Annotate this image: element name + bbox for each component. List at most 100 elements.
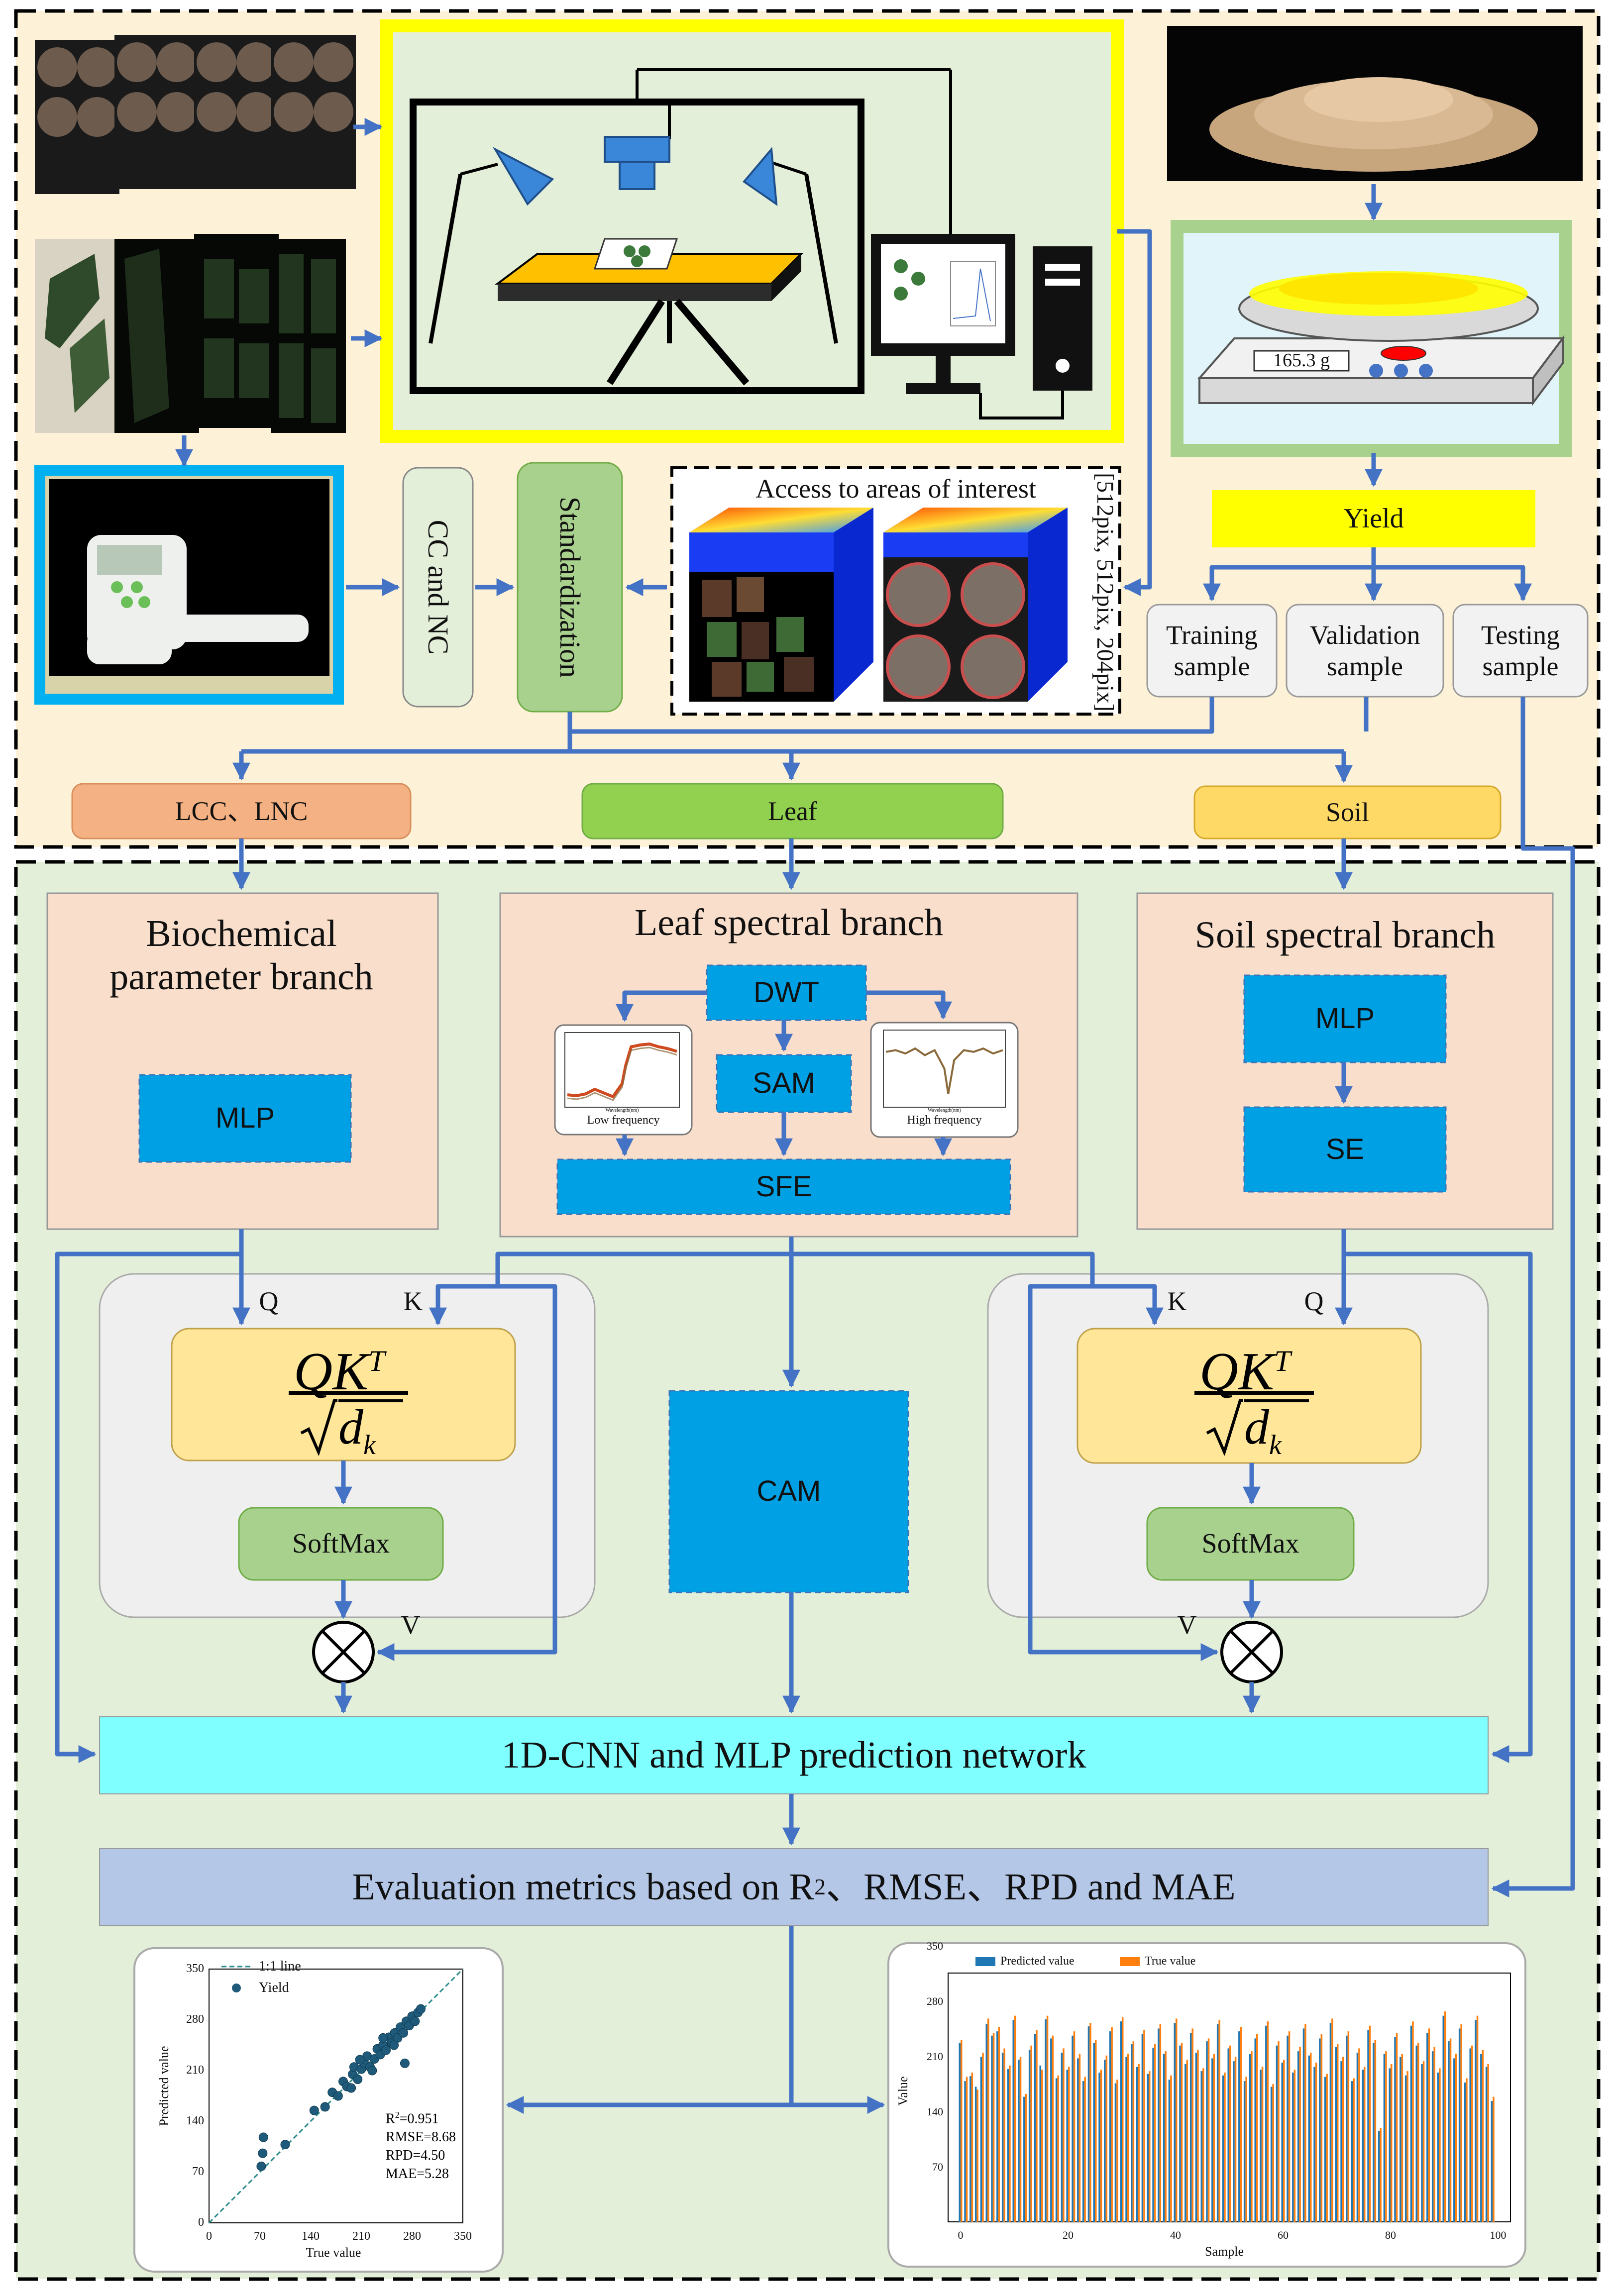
bar-true xyxy=(1181,2043,1183,2222)
bar-true xyxy=(1052,2035,1054,2222)
bar-predicted xyxy=(1367,2030,1369,2222)
scatter-point xyxy=(381,2045,391,2055)
bar-predicted xyxy=(1206,2041,1208,2222)
bar-predicted xyxy=(1313,2067,1315,2222)
bar-predicted xyxy=(1179,2045,1181,2222)
scatter-ytick: 140 xyxy=(186,2114,204,2128)
bar-predicted xyxy=(959,2043,961,2222)
se-box xyxy=(1243,1106,1447,1193)
bar-predicted xyxy=(1302,2028,1305,2222)
soil-photo xyxy=(194,35,279,189)
scatter-stats: R2=0.951 RMSE=8.68 RPD=4.50 MAE=5.28 xyxy=(386,2106,465,2182)
bar-xtick: 20 xyxy=(1063,2229,1074,2242)
bar-predicted xyxy=(974,2087,977,2222)
scatter-xtick: 70 xyxy=(254,2230,266,2243)
bar-true xyxy=(1353,2078,1355,2222)
bar-predicted xyxy=(1421,2064,1423,2222)
prediction-network-box xyxy=(99,1716,1489,1794)
bar-true xyxy=(1293,2070,1296,2222)
bar-true xyxy=(998,2027,1000,2222)
bar-predicted xyxy=(1410,2025,1412,2222)
soil-label: Soil xyxy=(1325,797,1370,828)
hyperspectral-imaging-setup xyxy=(380,19,1124,443)
leaf-photo xyxy=(35,239,119,433)
bar-predicted xyxy=(1082,2081,1084,2222)
q-label-left: Q xyxy=(259,1286,279,1316)
bar-predicted xyxy=(1061,2053,1063,2222)
training-label: Training sample xyxy=(1166,620,1258,681)
chlorophyll-meter-photo xyxy=(34,465,344,705)
scatter-point xyxy=(410,2016,420,2026)
sam-label: SAM xyxy=(753,1067,815,1100)
leaf-photo xyxy=(114,239,199,433)
bar-predicted xyxy=(1400,2057,1401,2222)
bar-predicted xyxy=(1104,2060,1106,2222)
bar-ylabel: Value xyxy=(896,2076,911,2106)
bar-true xyxy=(982,2053,984,2222)
bar-predicted xyxy=(1346,2035,1348,2222)
bar-predicted xyxy=(1125,2057,1127,2222)
formula-subscript: k xyxy=(363,1430,376,1461)
bar-predicted xyxy=(1093,2043,1095,2222)
bar-predicted xyxy=(1147,2074,1149,2222)
scatter-xtick: 280 xyxy=(403,2230,421,2243)
rmse-value: RMSE=8.68 xyxy=(386,2129,456,2145)
bar-predicted xyxy=(1415,2045,1417,2222)
q-label-right: Q xyxy=(1304,1286,1324,1316)
bar-true xyxy=(1213,2054,1215,2222)
bar-predicted xyxy=(1437,2073,1439,2222)
bar-predicted xyxy=(1254,2038,1256,2222)
bar-predicted xyxy=(1007,2069,1009,2222)
bar-xlabel: Sample xyxy=(1205,2244,1244,2259)
bar-predicted xyxy=(1055,2078,1058,2222)
bar-true xyxy=(1487,2064,1489,2222)
bar-predicted xyxy=(1238,2031,1240,2222)
formula-superscript: T xyxy=(1274,1345,1291,1377)
formula-numerator: QK xyxy=(294,1342,369,1401)
bar-true xyxy=(1466,2078,1468,2222)
bar-true xyxy=(1095,2040,1097,2222)
bar-predicted xyxy=(1485,2067,1488,2222)
bar-true xyxy=(1030,2045,1032,2222)
bar-true xyxy=(1229,2045,1231,2222)
bar-true xyxy=(1261,2067,1264,2222)
evaluation-suffix: 、RMSE、RPD and MAE xyxy=(826,1866,1236,1908)
bar-true xyxy=(1068,2067,1070,2222)
high-frequency-plot xyxy=(870,1022,1019,1138)
bar-predicted xyxy=(1335,2047,1337,2222)
bar-true xyxy=(1401,2054,1403,2222)
bar-true xyxy=(1380,2128,1382,2222)
mae-value: MAE=5.28 xyxy=(386,2166,449,2182)
standardization-label: Standardization xyxy=(554,496,587,678)
mlp-label-bio: MLP xyxy=(215,1102,275,1135)
bar-predicted xyxy=(1227,2048,1229,2222)
bar-true xyxy=(1310,2053,1312,2222)
bar-true xyxy=(1170,2075,1172,2222)
multiply-icon xyxy=(1220,1621,1283,1683)
cc-nc-label: CC and NC xyxy=(422,520,455,655)
camera-icon xyxy=(604,136,670,163)
bar-predicted xyxy=(1211,2058,1213,2222)
bar-true xyxy=(1019,2057,1022,2222)
bar-true xyxy=(1191,2028,1193,2222)
formula-box-right xyxy=(1077,1328,1422,1464)
bar-true xyxy=(1143,2030,1145,2222)
bar-true xyxy=(1369,2025,1371,2222)
attention-formula-right: QKT dk xyxy=(1077,1329,1421,1463)
bar-predicted xyxy=(1249,2054,1251,2222)
scale-reading: 165.3 g xyxy=(1273,350,1330,371)
bar-predicted xyxy=(1222,2075,1224,2222)
bar-xtick: 0 xyxy=(958,2229,964,2242)
scatter-ytick: 210 xyxy=(186,2064,204,2077)
bar-ytick: 70 xyxy=(932,2161,943,2174)
bar-true xyxy=(1304,2024,1306,2222)
bar-predicted xyxy=(1114,2083,1117,2222)
bar-predicted xyxy=(1276,2045,1278,2222)
scatter-xtick: 140 xyxy=(302,2230,320,2243)
bar-predicted xyxy=(1324,2077,1326,2222)
sfe-box xyxy=(556,1158,1011,1215)
soil-photo xyxy=(114,35,199,189)
scatter-ytick: 350 xyxy=(186,1962,204,1976)
scatter-legend-points: Yield xyxy=(259,1980,289,1995)
